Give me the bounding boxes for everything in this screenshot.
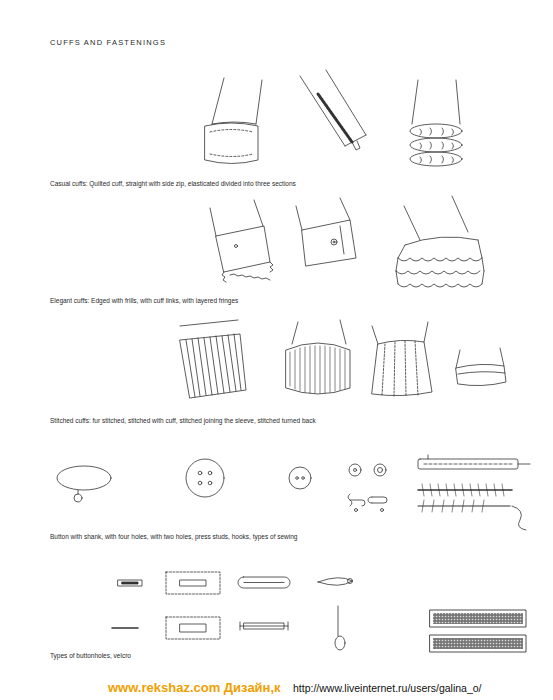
section-caption: Elegant cuffs: Edged with frills, with c… bbox=[50, 297, 238, 304]
zip-cuff bbox=[300, 70, 366, 150]
section-caption: Casual cuffs: Quilted cuff, straight wit… bbox=[50, 180, 296, 187]
turned-back-cuff bbox=[456, 348, 506, 386]
fringe-cuff bbox=[396, 196, 484, 287]
stitched-cuff bbox=[372, 322, 432, 396]
watermark-url: http://www.liveinternet.ru/users/galina_… bbox=[292, 682, 483, 694]
page-title: CUFFS AND FASTENINGS bbox=[50, 38, 166, 47]
section-caption: Stitched cuffs: fur stitched, stitched w… bbox=[50, 417, 316, 424]
quilted-cuff bbox=[205, 78, 262, 164]
section-caption: Button with shank, with four holes, with… bbox=[50, 533, 298, 540]
buttonholes bbox=[112, 572, 353, 650]
four-hole-button bbox=[186, 459, 224, 497]
frill-cuff bbox=[210, 200, 273, 282]
sewing-types bbox=[418, 455, 530, 530]
fur-cuff bbox=[286, 320, 350, 394]
elasticated-cuff bbox=[410, 80, 462, 166]
press-studs-and-hooks bbox=[348, 464, 387, 512]
ribbed-cuff bbox=[180, 320, 246, 398]
section-caption: Types of buttonholes, velcro bbox=[50, 652, 131, 659]
two-hole-button bbox=[289, 467, 311, 489]
watermark: www.rekshaz.com Дизайн,к bbox=[108, 680, 281, 695]
shank-button bbox=[57, 466, 111, 502]
velcro bbox=[430, 610, 526, 652]
cufflink-cuff bbox=[296, 198, 356, 266]
